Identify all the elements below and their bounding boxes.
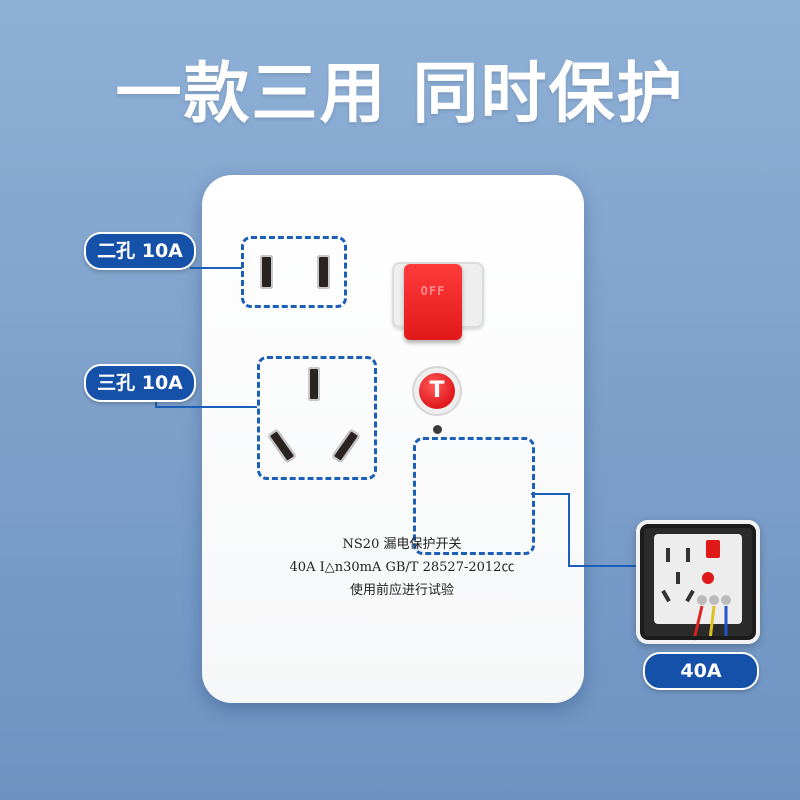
plate-text-line2: 40A I△n30mA GB/T 28527-2012㏄: [289, 560, 515, 575]
headline: 一款三用 同时保护: [115, 55, 685, 132]
three-hole-slot-top: [308, 367, 320, 401]
leader-two-hole-h: [190, 267, 242, 269]
two-hole-slot-right: [317, 255, 330, 289]
indicator-light: [433, 425, 442, 434]
breaker-switch[interactable]: OFF: [404, 264, 462, 340]
leader-breaker-v: [568, 493, 570, 567]
back-view-image: [636, 520, 760, 644]
two-hole-slot-left: [260, 255, 273, 289]
breaker-outline: [413, 437, 535, 555]
back-view-photo: [636, 520, 760, 644]
three-hole-outline: [257, 356, 377, 480]
leader-breaker-h1: [531, 493, 569, 495]
label-three-hole: 三孔 10A: [84, 364, 196, 402]
label-two-hole: 二孔 10A: [84, 232, 196, 270]
two-hole-outline: [241, 236, 347, 308]
leader-three-hole-h2: [155, 406, 257, 408]
plate-text-line1: NS20 漏电保护开关: [342, 537, 462, 552]
leader-breaker-h2: [568, 565, 636, 567]
plate-text-line3: 使用前应进行试验: [349, 583, 454, 598]
label-breaker: 40A: [643, 652, 759, 690]
test-button-label: T: [419, 373, 455, 409]
test-button[interactable]: T: [412, 366, 462, 416]
